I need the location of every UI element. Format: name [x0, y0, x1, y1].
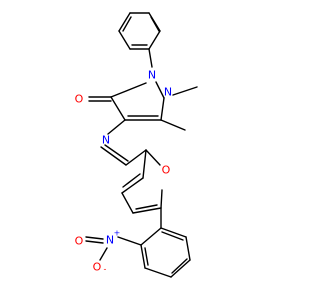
c-methyl-bond — [160, 119, 186, 131]
furan-ring — [121, 149, 163, 229]
phenyl-ring-top — [118, 12, 161, 50]
carbonyl-oxygen-label: O — [75, 93, 84, 106]
nitro-oxygen-minus-label: O — [93, 261, 102, 274]
pyrazolone-ring — [88, 48, 165, 121]
chemical-structure-diagram: O N N N O N + O - O — [75, 12, 198, 278]
phenyl-n-bond — [148, 48, 153, 68]
nitro-oxygen-charge: - — [104, 265, 107, 274]
nitro-nitrogen-label: N — [106, 234, 114, 247]
imine-nitrogen-label: N — [102, 134, 110, 147]
nitrophenyl-ring — [140, 227, 191, 278]
nitro-group — [85, 236, 142, 261]
pyrazolone-n2-label: N — [164, 86, 172, 99]
imine-linker — [100, 119, 147, 166]
n-methyl-bond — [172, 86, 198, 96]
nitro-oxygen-double-label: O — [75, 235, 84, 248]
nitro-nitrogen-charge: + — [114, 229, 121, 238]
pyrazolone-n1-label: N — [148, 69, 156, 82]
furan-oxygen-label: O — [162, 164, 171, 177]
